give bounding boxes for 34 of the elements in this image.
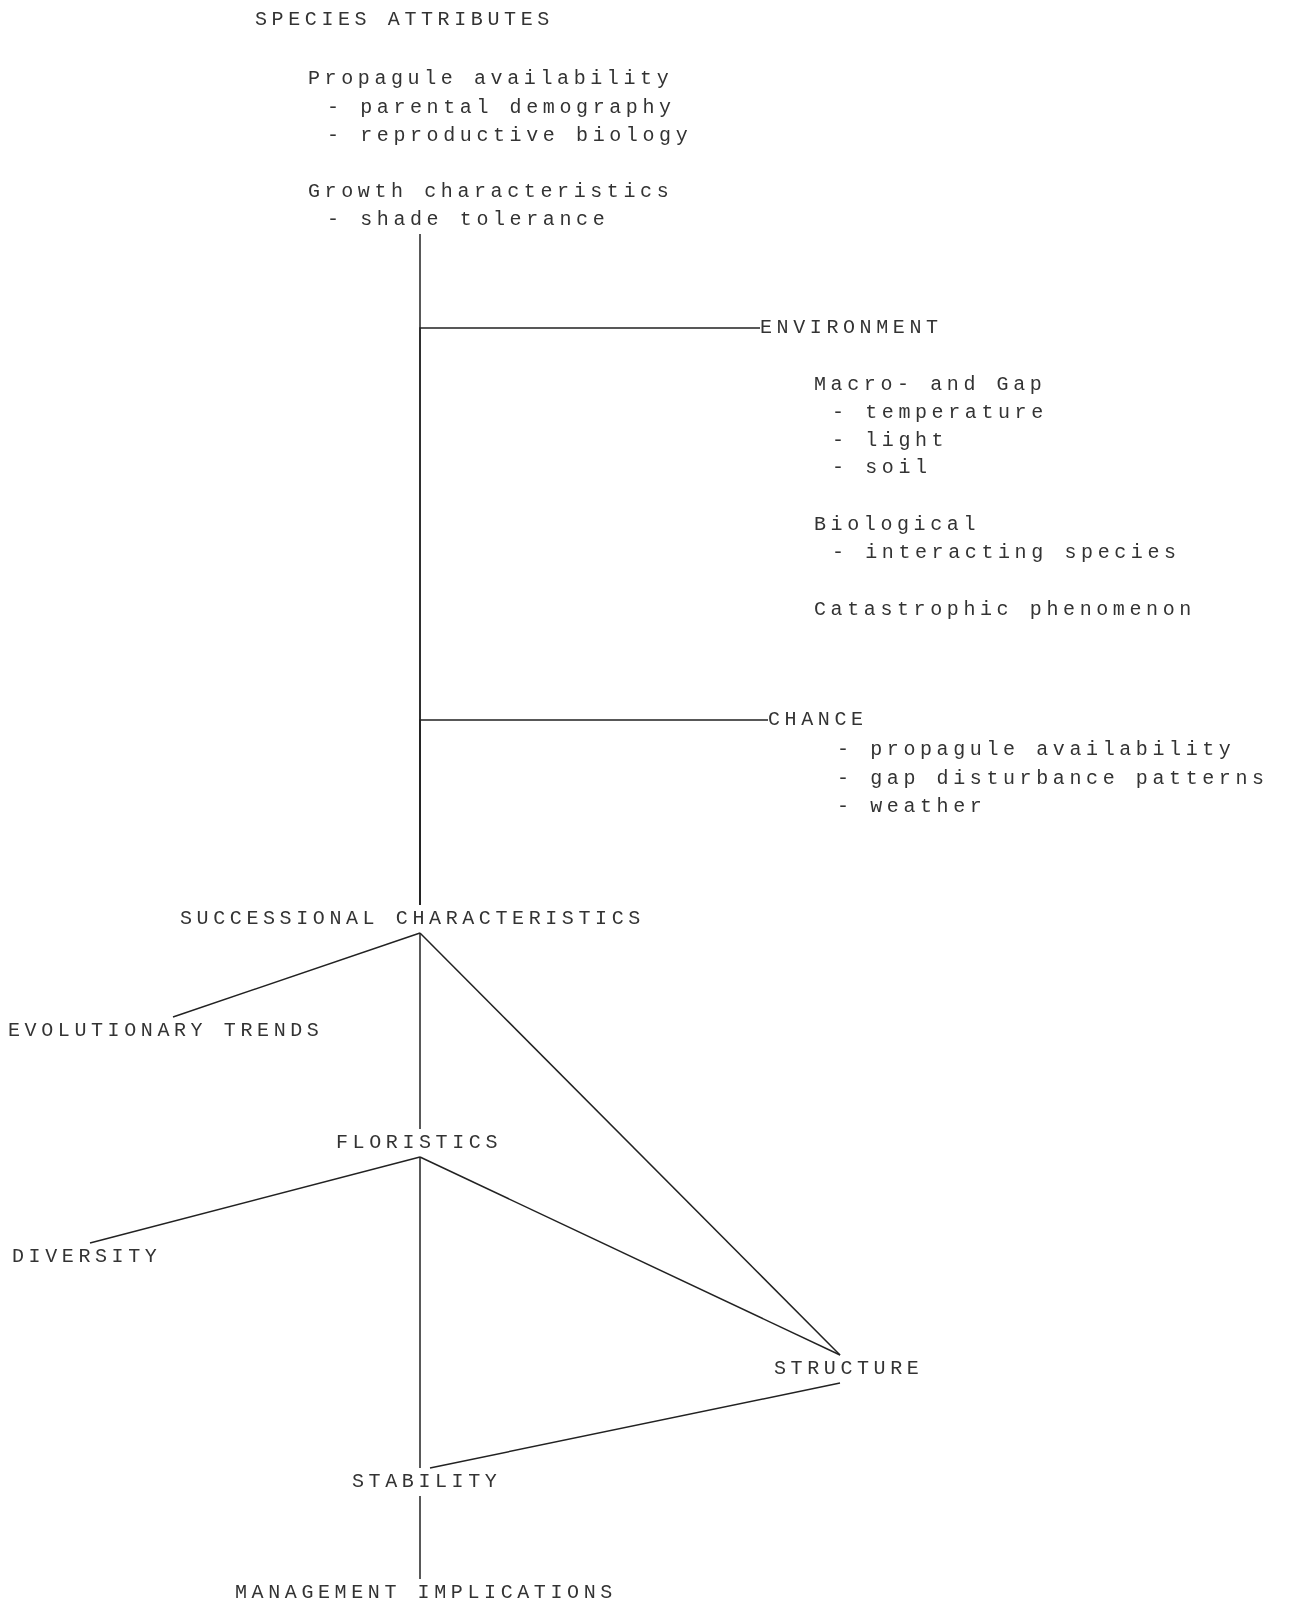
heading-text: MANAGEMENT IMPLICATIONS [235,1580,617,1606]
connector-line [419,1156,421,1469]
connector-line [419,719,769,906]
heading-text: STRUCTURE [774,1356,924,1382]
heading-text: EVOLUTIONARY TRENDS [8,1018,324,1044]
list-item: - interacting species [832,540,1181,566]
list-item: - parental demography [327,95,676,121]
list-item: Macro- and Gap [814,372,1047,398]
heading-text: ENVIRONMENT [760,315,943,341]
connector-line [89,1156,421,1244]
list-item: Propagule availability [308,66,674,92]
list-item: - gap disturbance patterns [837,766,1269,792]
list-item: - reproductive biology [327,123,693,149]
list-item: - light [832,428,949,454]
list-item: Biological [814,512,981,538]
connector-line [419,1156,841,1356]
list-item: - temperature [832,400,1048,426]
connector-line [419,932,421,1130]
heading-text: SPECIES ATTRIBUTES [255,7,554,33]
list-item: - weather [837,794,987,820]
list-item: - shade tolerance [327,207,610,233]
list-item: - propagule availability [837,737,1236,763]
connector-line [172,932,421,1018]
heading-text: STABILITY [352,1469,502,1495]
heading-text: DIVERSITY [12,1244,162,1270]
heading-text: CHANCE [768,707,868,733]
list-item: Growth characteristics [308,179,674,205]
list-item: Catastrophic phenomenon [814,597,1196,623]
connector-line [419,932,841,1356]
connector-line [419,1495,421,1580]
heading-text: SUCCESSIONAL CHARACTERISTICS [180,906,645,932]
connector-line [429,1382,841,1469]
list-item: - soil [832,455,932,481]
heading-text: FLORISTICS [336,1130,503,1156]
